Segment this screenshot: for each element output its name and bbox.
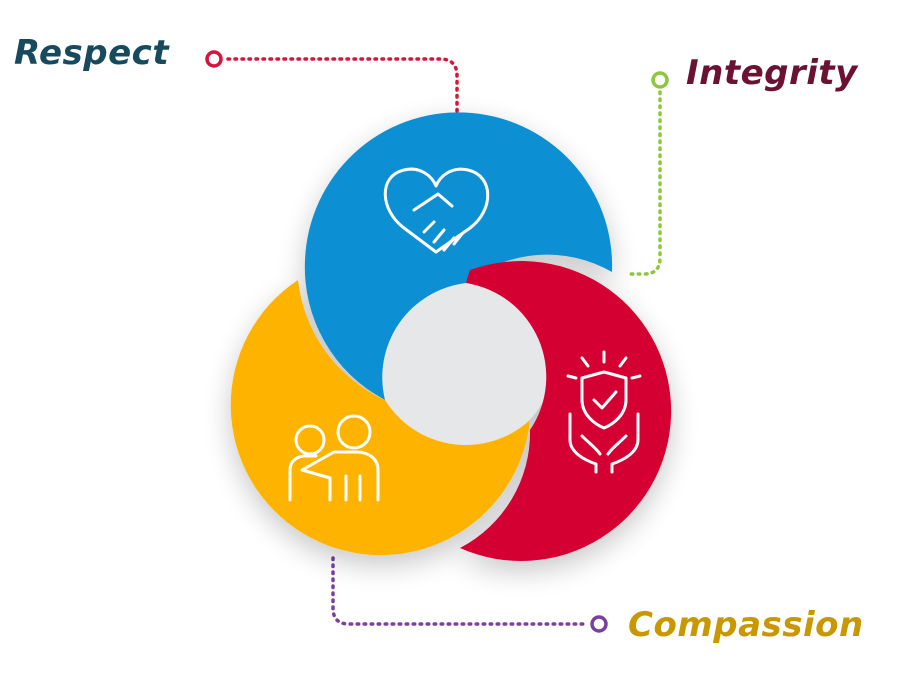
integrity-circle <box>460 261 672 562</box>
respect-label: Respect <box>14 33 170 73</box>
handshake-heart-icon <box>383 167 490 254</box>
compassion-connector <box>331 556 608 633</box>
shield-check-hands-icon <box>566 350 642 474</box>
respect-connector <box>205 50 459 123</box>
respect-circle <box>304 112 613 400</box>
integrity-label: Integrity <box>686 53 858 93</box>
compassion-circle <box>230 280 531 556</box>
compassion-label: Compassion <box>628 605 864 645</box>
integrity-connector <box>626 71 669 276</box>
embrace-people-icon <box>288 414 380 502</box>
